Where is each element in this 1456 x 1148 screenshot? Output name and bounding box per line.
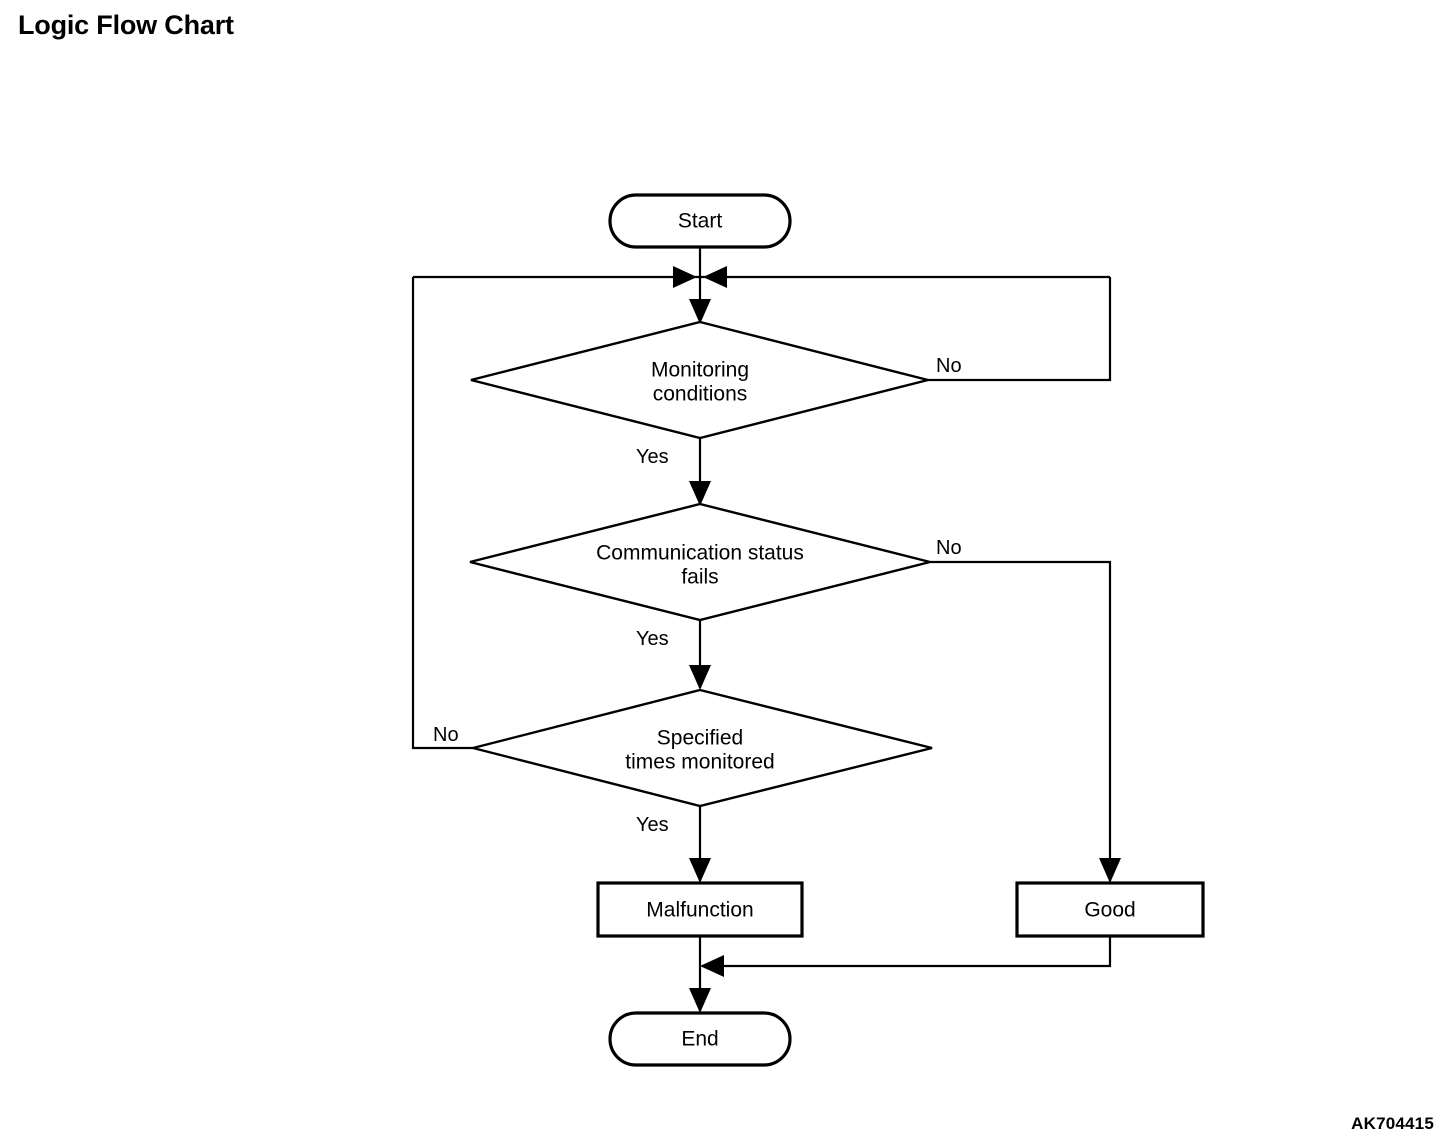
node-decision-monitoring-conditions[interactable]: Monitoring conditions	[470, 320, 929, 440]
decision3-label-line2: times monitored	[625, 751, 774, 774]
edge-label-decision3-yes: Yes	[636, 814, 669, 836]
decision1-label-line1: Monitoring	[651, 359, 749, 382]
edge-label-decision2-yes: Yes	[636, 628, 669, 650]
decision2-shape	[469, 502, 931, 622]
figure-id-label: AK704415	[1351, 1114, 1434, 1133]
node-end[interactable]: End	[608, 1011, 792, 1067]
start-label: Start	[678, 210, 723, 233]
connector-layer	[411, 247, 1121, 1013]
node-decision-communication-status-fails[interactable]: Communication status fails	[469, 502, 931, 622]
edge-label-decision1-no: No	[936, 355, 962, 377]
page-title: Logic Flow Chart	[18, 10, 234, 40]
edge-decision3-no	[411, 277, 473, 750]
decision2-label-line1: Communication status	[596, 542, 804, 565]
node-start[interactable]: Start	[608, 193, 792, 249]
edge-good-to-end	[702, 936, 1112, 968]
malfunction-shape	[596, 881, 804, 938]
arrowhead-good-join	[700, 955, 724, 977]
malfunction-label: Malfunction	[646, 899, 753, 922]
decision2-label-line2: fails	[681, 566, 718, 589]
decision3-label-line1: Specified	[657, 727, 743, 750]
arrowhead-into-decision-1	[689, 299, 711, 324]
node-good[interactable]: Good	[1015, 881, 1205, 938]
node-layer: Start Monitoring conditions Communicatio…	[469, 193, 1205, 1067]
arrowhead-merge-from-right	[703, 266, 727, 288]
end-shape	[608, 1011, 792, 1067]
decision1-shape	[470, 320, 929, 440]
good-label: Good	[1084, 899, 1135, 922]
node-decision-specified-times-monitored[interactable]: Specified times monitored	[472, 688, 933, 808]
decision1-label-line2: conditions	[653, 383, 748, 406]
start-shape	[608, 193, 792, 249]
edge-decision1-no	[928, 277, 1112, 382]
decision3-shape	[472, 688, 933, 808]
node-malfunction[interactable]: Malfunction	[596, 881, 804, 938]
arrowhead-into-malfunction	[689, 858, 711, 883]
arrowhead-merge-from-left	[673, 266, 697, 288]
edge-decision2-no	[930, 560, 1112, 881]
edge-label-layer: No Yes No Yes No Yes	[433, 355, 962, 836]
arrowhead-into-decision-3	[689, 665, 711, 690]
end-label: End	[681, 1028, 718, 1051]
edge-label-decision1-yes: Yes	[636, 446, 669, 468]
arrowhead-into-decision-2	[689, 481, 711, 506]
edge-label-decision2-no: No	[936, 537, 962, 559]
arrowhead-into-good	[1099, 858, 1121, 883]
good-shape	[1015, 881, 1205, 938]
arrowhead-into-end	[689, 988, 711, 1013]
edge-label-decision3-no: No	[433, 724, 459, 746]
